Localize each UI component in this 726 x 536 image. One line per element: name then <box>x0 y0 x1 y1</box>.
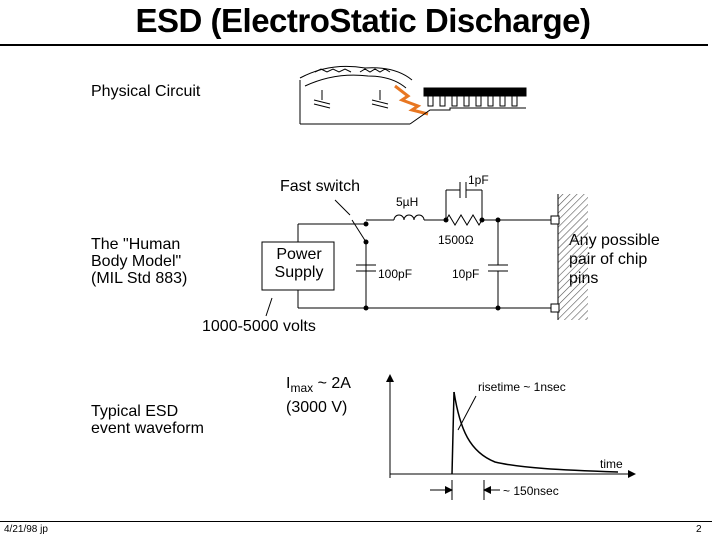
resistor-1500 <box>445 214 483 226</box>
physical-circuit-drawing <box>299 65 527 125</box>
body-cap-right-plate1 <box>371 99 389 105</box>
pins-label-2: pair of chip <box>569 251 648 268</box>
voltage-label: 1000-5000 volts <box>202 318 316 335</box>
pins-label-1: Any possible <box>569 232 660 249</box>
power-supply-box <box>261 241 335 291</box>
risetime-label: risetime ~ 1nsec <box>478 380 566 394</box>
footer-date: 4/21/98 jp <box>4 524 48 535</box>
imax-label: Imax ~ 2A <box>286 375 351 396</box>
pulse-rise <box>451 391 455 475</box>
switch-blade <box>351 219 367 243</box>
cap-10pf-label: 10pF <box>452 267 480 281</box>
cap-1pf-label: 1pF <box>468 173 489 187</box>
fast-switch-label: Fast switch <box>280 178 361 195</box>
switch-pointer <box>334 199 351 216</box>
decay-label: ~ 150nsec <box>503 484 559 498</box>
waveform-label-2: event waveform <box>91 420 204 437</box>
junction-dots <box>363 217 501 311</box>
voltage-note-label: (3000 V) <box>286 399 348 416</box>
body-cap-right-plate2 <box>371 103 389 109</box>
pin-bottom <box>550 303 560 313</box>
hbm-label-3: (MIL Std 883) <box>91 270 188 287</box>
footer-rule <box>0 521 712 522</box>
inductor-label: 5µH <box>396 195 419 209</box>
page-title: ESD (ElectroStatic Discharge) <box>135 2 591 39</box>
power-supply-label-1: Power <box>276 246 322 263</box>
hbm-label-1: The "Human <box>91 236 181 253</box>
voltage-pointer <box>265 297 273 317</box>
title-rule <box>0 44 708 46</box>
chip-body <box>423 87 527 97</box>
waveform-plot <box>386 374 636 500</box>
waveform-label-1: Typical ESD <box>91 403 179 420</box>
body-outline-mid <box>304 74 407 89</box>
pulse-decay <box>453 391 619 473</box>
power-supply-label-2: Supply <box>274 264 324 281</box>
body-resistor-left <box>314 68 352 73</box>
hbm-schematic <box>261 182 588 320</box>
time-axis-label: time <box>600 457 623 471</box>
physical-circuit-label: Physical Circuit <box>91 83 201 100</box>
board-surface <box>409 107 526 125</box>
spark-icon <box>394 84 429 116</box>
cap-100pf-label: 100pF <box>378 267 413 281</box>
pin-top <box>550 215 560 225</box>
chip-hatch <box>558 194 588 320</box>
page-number: 2 <box>696 524 702 535</box>
hbm-label-2: Body Model" <box>91 253 182 270</box>
resistor-label: 1500Ω <box>438 233 474 247</box>
inductor-5uh <box>393 214 425 221</box>
risetime-pointer <box>457 395 477 431</box>
body-cap-left-plate2 <box>313 103 331 109</box>
body-resistor-right <box>359 68 391 73</box>
chip-pins <box>427 95 518 107</box>
body-cap-left-plate1 <box>313 99 331 105</box>
body-outline-top <box>299 65 413 81</box>
